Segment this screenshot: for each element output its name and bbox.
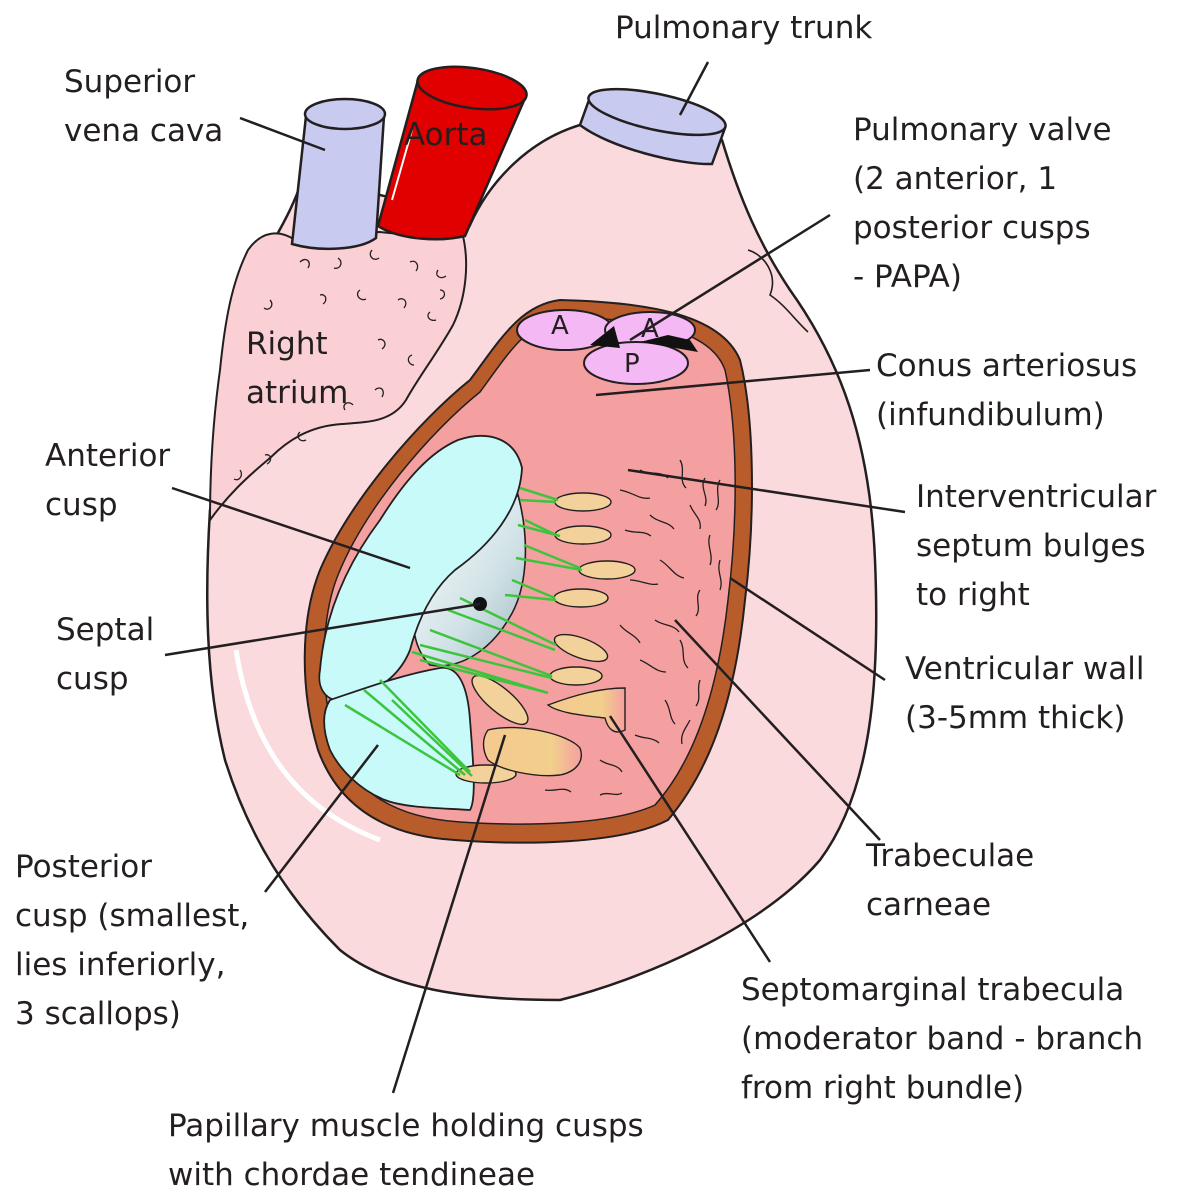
label-line: Pulmonary trunk bbox=[615, 4, 872, 53]
label-conus-arteriosus: Conus arteriosus (infundibulum) bbox=[876, 342, 1137, 440]
label-line: Posterior bbox=[15, 843, 249, 892]
label-line: Ventricular wall bbox=[905, 645, 1145, 694]
label-line: Superior bbox=[64, 58, 223, 107]
label-aorta: Aorta bbox=[404, 115, 488, 155]
superior-vena-cava-tube bbox=[292, 116, 384, 249]
valve-letter-a-right: A bbox=[641, 312, 659, 346]
label-pulmonary-valve: Pulmonary valve (2 anterior, 1 posterior… bbox=[853, 106, 1112, 302]
label-ventricular-wall: Ventricular wall (3-5mm thick) bbox=[905, 645, 1145, 743]
label-line: cusp bbox=[56, 655, 154, 704]
valve-letter-p: P bbox=[624, 347, 640, 381]
label-posterior-cusp: Posterior cusp (smallest, lies inferiorl… bbox=[15, 843, 249, 1039]
label-anterior-cusp: Anterior cusp bbox=[45, 432, 170, 530]
label-line: - PAPA) bbox=[853, 253, 1112, 302]
label-line: posterior cusps bbox=[853, 204, 1112, 253]
label-line: 3 scallops) bbox=[15, 990, 249, 1039]
label-right-atrium: Right atrium bbox=[246, 320, 348, 418]
label-line: carneae bbox=[866, 881, 1034, 930]
label-line: Papillary muscle holding cusps bbox=[168, 1102, 644, 1151]
label-line: to right bbox=[916, 571, 1156, 620]
label-line: Anterior bbox=[45, 432, 170, 481]
label-line: Pulmonary valve bbox=[853, 106, 1112, 155]
label-line: (3-5mm thick) bbox=[905, 694, 1145, 743]
label-line: Interventricular bbox=[916, 473, 1156, 522]
label-line: P bbox=[624, 349, 640, 379]
label-line: lies inferiorly, bbox=[15, 941, 249, 990]
label-line: Conus arteriosus bbox=[876, 342, 1137, 391]
label-line: (infundibulum) bbox=[876, 391, 1137, 440]
valve-letter-a-left: A bbox=[551, 309, 569, 343]
label-line: Right bbox=[246, 320, 348, 369]
label-line: cusp bbox=[45, 481, 170, 530]
label-line: A bbox=[641, 314, 659, 344]
label-line: Trabeculae bbox=[866, 832, 1034, 881]
label-line: from right bundle) bbox=[741, 1064, 1143, 1113]
label-septal-cusp: Septal cusp bbox=[56, 606, 154, 704]
label-trabeculae-carneae: Trabeculae carneae bbox=[866, 832, 1034, 930]
label-line: cusp (smallest, bbox=[15, 892, 249, 941]
label-line: septum bulges bbox=[916, 522, 1156, 571]
label-pulmonary-trunk: Pulmonary trunk bbox=[615, 4, 872, 53]
label-septomarginal-trabecula: Septomarginal trabecula (moderator band … bbox=[741, 966, 1143, 1113]
label-interventricular-septum: Interventricular septum bulges to right bbox=[916, 473, 1156, 620]
label-superior-vena-cava: Superior vena cava bbox=[64, 58, 223, 156]
label-line: (moderator band - branch bbox=[741, 1015, 1143, 1064]
label-line: A bbox=[551, 311, 569, 341]
label-line: Septomarginal trabecula bbox=[741, 966, 1143, 1015]
label-papillary-muscle: Papillary muscle holding cusps with chor… bbox=[168, 1102, 644, 1193]
superior-vena-cava-opening bbox=[305, 99, 385, 129]
label-line: (2 anterior, 1 bbox=[853, 155, 1112, 204]
label-line: atrium bbox=[246, 369, 348, 418]
label-line: Septal bbox=[56, 606, 154, 655]
label-line: Aorta bbox=[404, 117, 488, 153]
label-line: vena cava bbox=[64, 107, 223, 156]
label-line: with chordae tendineae bbox=[168, 1151, 644, 1193]
